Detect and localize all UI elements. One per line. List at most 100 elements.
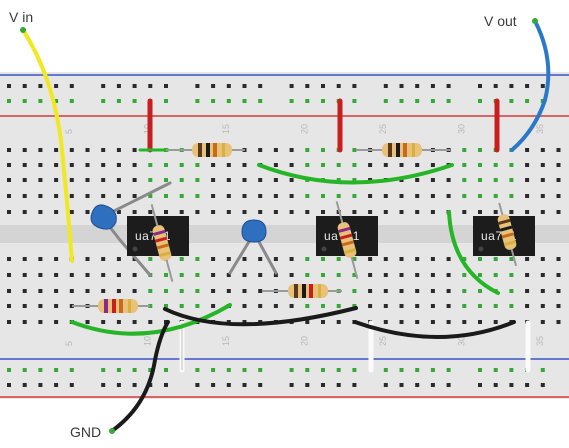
breadboard-hole xyxy=(211,178,216,182)
breadboard-hole xyxy=(85,210,90,214)
breadboard-hole xyxy=(195,84,200,88)
breadboard-hole xyxy=(132,273,137,277)
breadboard-hole xyxy=(462,257,467,261)
breadboard-hole xyxy=(85,163,90,167)
breadboard-hole xyxy=(525,304,530,308)
breadboard-hole xyxy=(22,289,27,293)
breadboard-hole xyxy=(493,194,498,198)
column-number-bottom: 10 xyxy=(142,336,152,346)
breadboard-hole xyxy=(478,99,482,103)
breadboard-hole xyxy=(399,273,404,277)
label-vout: V out xyxy=(484,13,517,29)
breadboard-hole xyxy=(69,273,74,277)
breadboard-hole xyxy=(38,304,43,308)
breadboard-hole xyxy=(101,320,106,324)
breadboard-hole xyxy=(132,383,137,387)
breadboard-hole xyxy=(258,148,263,152)
breadboard-hole xyxy=(336,163,341,167)
breadboard-hole xyxy=(195,368,200,372)
resistor-r4 xyxy=(262,284,342,298)
breadboard-hole xyxy=(226,163,231,167)
breadboard-hole xyxy=(462,148,467,152)
lead-gray-cap-left xyxy=(104,181,172,217)
breadboard-hole xyxy=(289,210,294,214)
breadboard-hole xyxy=(101,368,106,372)
breadboard-hole xyxy=(258,289,263,293)
column-number-bottom: 30 xyxy=(456,336,466,346)
breadboard-hole xyxy=(116,257,121,261)
breadboard-hole xyxy=(540,320,545,324)
breadboard-hole xyxy=(242,289,247,293)
column-number-top: 15 xyxy=(221,124,231,134)
breadboard-hole xyxy=(226,194,231,198)
breadboard-hole xyxy=(179,194,184,198)
breadboard-hole xyxy=(493,273,498,277)
breadboard-hole xyxy=(148,304,153,308)
breadboard-hole xyxy=(305,368,310,372)
breadboard-hole xyxy=(383,383,388,387)
breadboard-hole xyxy=(116,273,121,277)
breadboard-hole xyxy=(195,289,200,293)
breadboard-hole xyxy=(258,304,263,308)
breadboard-hole xyxy=(101,148,106,152)
resistor-r1 xyxy=(166,143,245,157)
breadboard-hole xyxy=(132,194,137,198)
breadboard-hole xyxy=(164,194,168,198)
column-number-bottom: 15 xyxy=(221,336,231,346)
wire-green-top-middle xyxy=(257,163,454,185)
breadboard-hole xyxy=(116,148,121,152)
breadboard-hole xyxy=(446,84,451,88)
breadboard-hole xyxy=(7,368,11,372)
breadboard-hole xyxy=(7,273,11,277)
breadboard-hole xyxy=(399,194,404,198)
breadboard-hole xyxy=(352,99,357,103)
breadboard-hole xyxy=(195,210,200,214)
breadboard-hole xyxy=(85,194,90,198)
breadboard-hole xyxy=(540,368,545,372)
breadboard-hole xyxy=(289,99,294,103)
breadboard-hole xyxy=(258,84,263,88)
breadboard-hole xyxy=(430,304,435,308)
breadboard-hole xyxy=(195,99,200,103)
breadboard-hole xyxy=(54,257,59,261)
breadboard-hole xyxy=(116,383,121,387)
breadboard-hole xyxy=(38,99,43,103)
breadboard-hole xyxy=(556,178,561,182)
breadboard-hole xyxy=(164,210,168,214)
breadboard-hole xyxy=(38,368,43,372)
breadboard-hole xyxy=(289,368,294,372)
breadboard-hole xyxy=(211,289,216,293)
breadboard-hole xyxy=(132,320,137,324)
breadboard-hole xyxy=(446,99,451,103)
breadboard-hole xyxy=(116,163,121,167)
breadboard-hole xyxy=(85,289,90,293)
breadboard-hole xyxy=(415,273,420,277)
breadboard-hole xyxy=(116,99,121,103)
column-number-bottom: 35 xyxy=(535,336,545,346)
breadboard-hole xyxy=(179,163,184,167)
breadboard-hole xyxy=(54,148,59,152)
breadboard-hole xyxy=(399,163,404,167)
breadboard-hole xyxy=(493,210,498,214)
breadboard-hole xyxy=(430,289,435,293)
breadboard-hole xyxy=(116,368,121,372)
breadboard-hole xyxy=(525,178,530,182)
breadboard-hole xyxy=(38,320,43,324)
breadboard-hole xyxy=(148,178,153,182)
breadboard-hole xyxy=(226,210,231,214)
breadboard-hole xyxy=(258,368,263,372)
breadboard-hole xyxy=(525,148,530,152)
breadboard-hole xyxy=(54,368,59,372)
breadboard-hole xyxy=(69,99,74,103)
breadboard-hole xyxy=(556,304,561,308)
breadboard-hole xyxy=(556,194,561,198)
breadboard-hole xyxy=(493,257,498,261)
breadboard-hole xyxy=(446,178,451,182)
breadboard-hole xyxy=(148,289,153,293)
breadboard-hole xyxy=(38,289,43,293)
breadboard-hole xyxy=(7,84,11,88)
breadboard-hole xyxy=(352,210,357,214)
breadboard-hole xyxy=(525,194,530,198)
breadboard-hole xyxy=(164,99,168,103)
breadboard-hole xyxy=(321,383,325,387)
